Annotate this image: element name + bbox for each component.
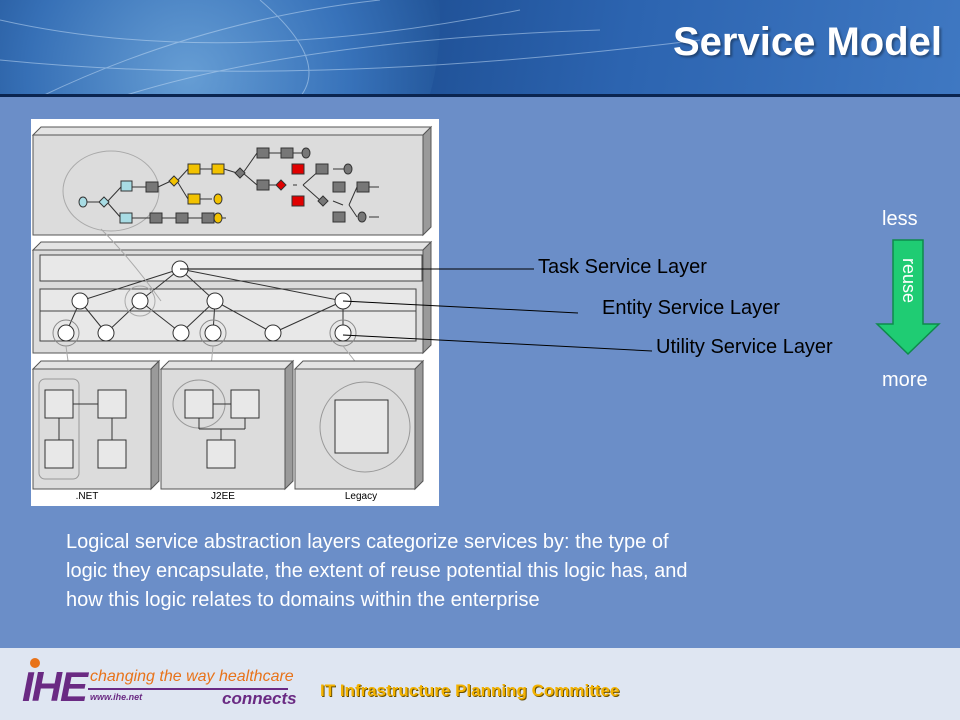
slide-header: Service Model [0, 0, 960, 97]
committee-name: IT Infrastructure Planning Committee [320, 681, 620, 700]
logo-connects: connects [222, 689, 297, 708]
platform-dotnet [31, 359, 161, 491]
task-layer-label: Task Service Layer [538, 256, 707, 278]
entity-layer-label: Entity Service Layer [602, 297, 780, 319]
process-flow-nodes [78, 147, 370, 224]
logo-tagline: changing the way healthcare [90, 668, 294, 685]
ihe-logo: IHE changing the way healthcare www.ihe.… [22, 656, 297, 716]
diagram-svg: .NET J2EE Legacy [31, 125, 433, 502]
platform-label-dotnet: .NET [76, 491, 99, 502]
reuse-arrow: reuse [875, 239, 941, 356]
header-rule [0, 94, 960, 97]
platform-label-j2ee: J2EE [211, 491, 235, 502]
platform-j2ee [159, 359, 295, 491]
down-arrow-icon [875, 239, 941, 356]
service-layers-box [31, 240, 433, 355]
service-layers-diagram: .NET J2EE Legacy [31, 119, 439, 506]
reuse-arrow-label: reuse [899, 258, 919, 303]
service-layer-nodes [57, 260, 352, 342]
platform-label-legacy: Legacy [345, 491, 377, 502]
task-process-box [31, 125, 433, 237]
globe-graphic [0, 0, 440, 97]
header-network-lines [0, 0, 701, 97]
platform-legacy [293, 359, 425, 491]
logo-mark: IHE [22, 663, 88, 710]
slide-caption: Logical service abstraction layers categ… [66, 531, 688, 611]
utility-layer-label: Utility Service Layer [656, 336, 833, 358]
slide-footer: IHE changing the way healthcare www.ihe.… [0, 648, 960, 720]
reuse-more-label: more [882, 369, 928, 391]
process-flow-connectors [62, 150, 379, 232]
logo-dot-icon [30, 658, 40, 668]
page-title: Service Model [672, 20, 942, 64]
reuse-less-label: less [882, 208, 918, 230]
logo-url: www.ihe.net [90, 692, 143, 702]
logo-underline [88, 688, 288, 690]
